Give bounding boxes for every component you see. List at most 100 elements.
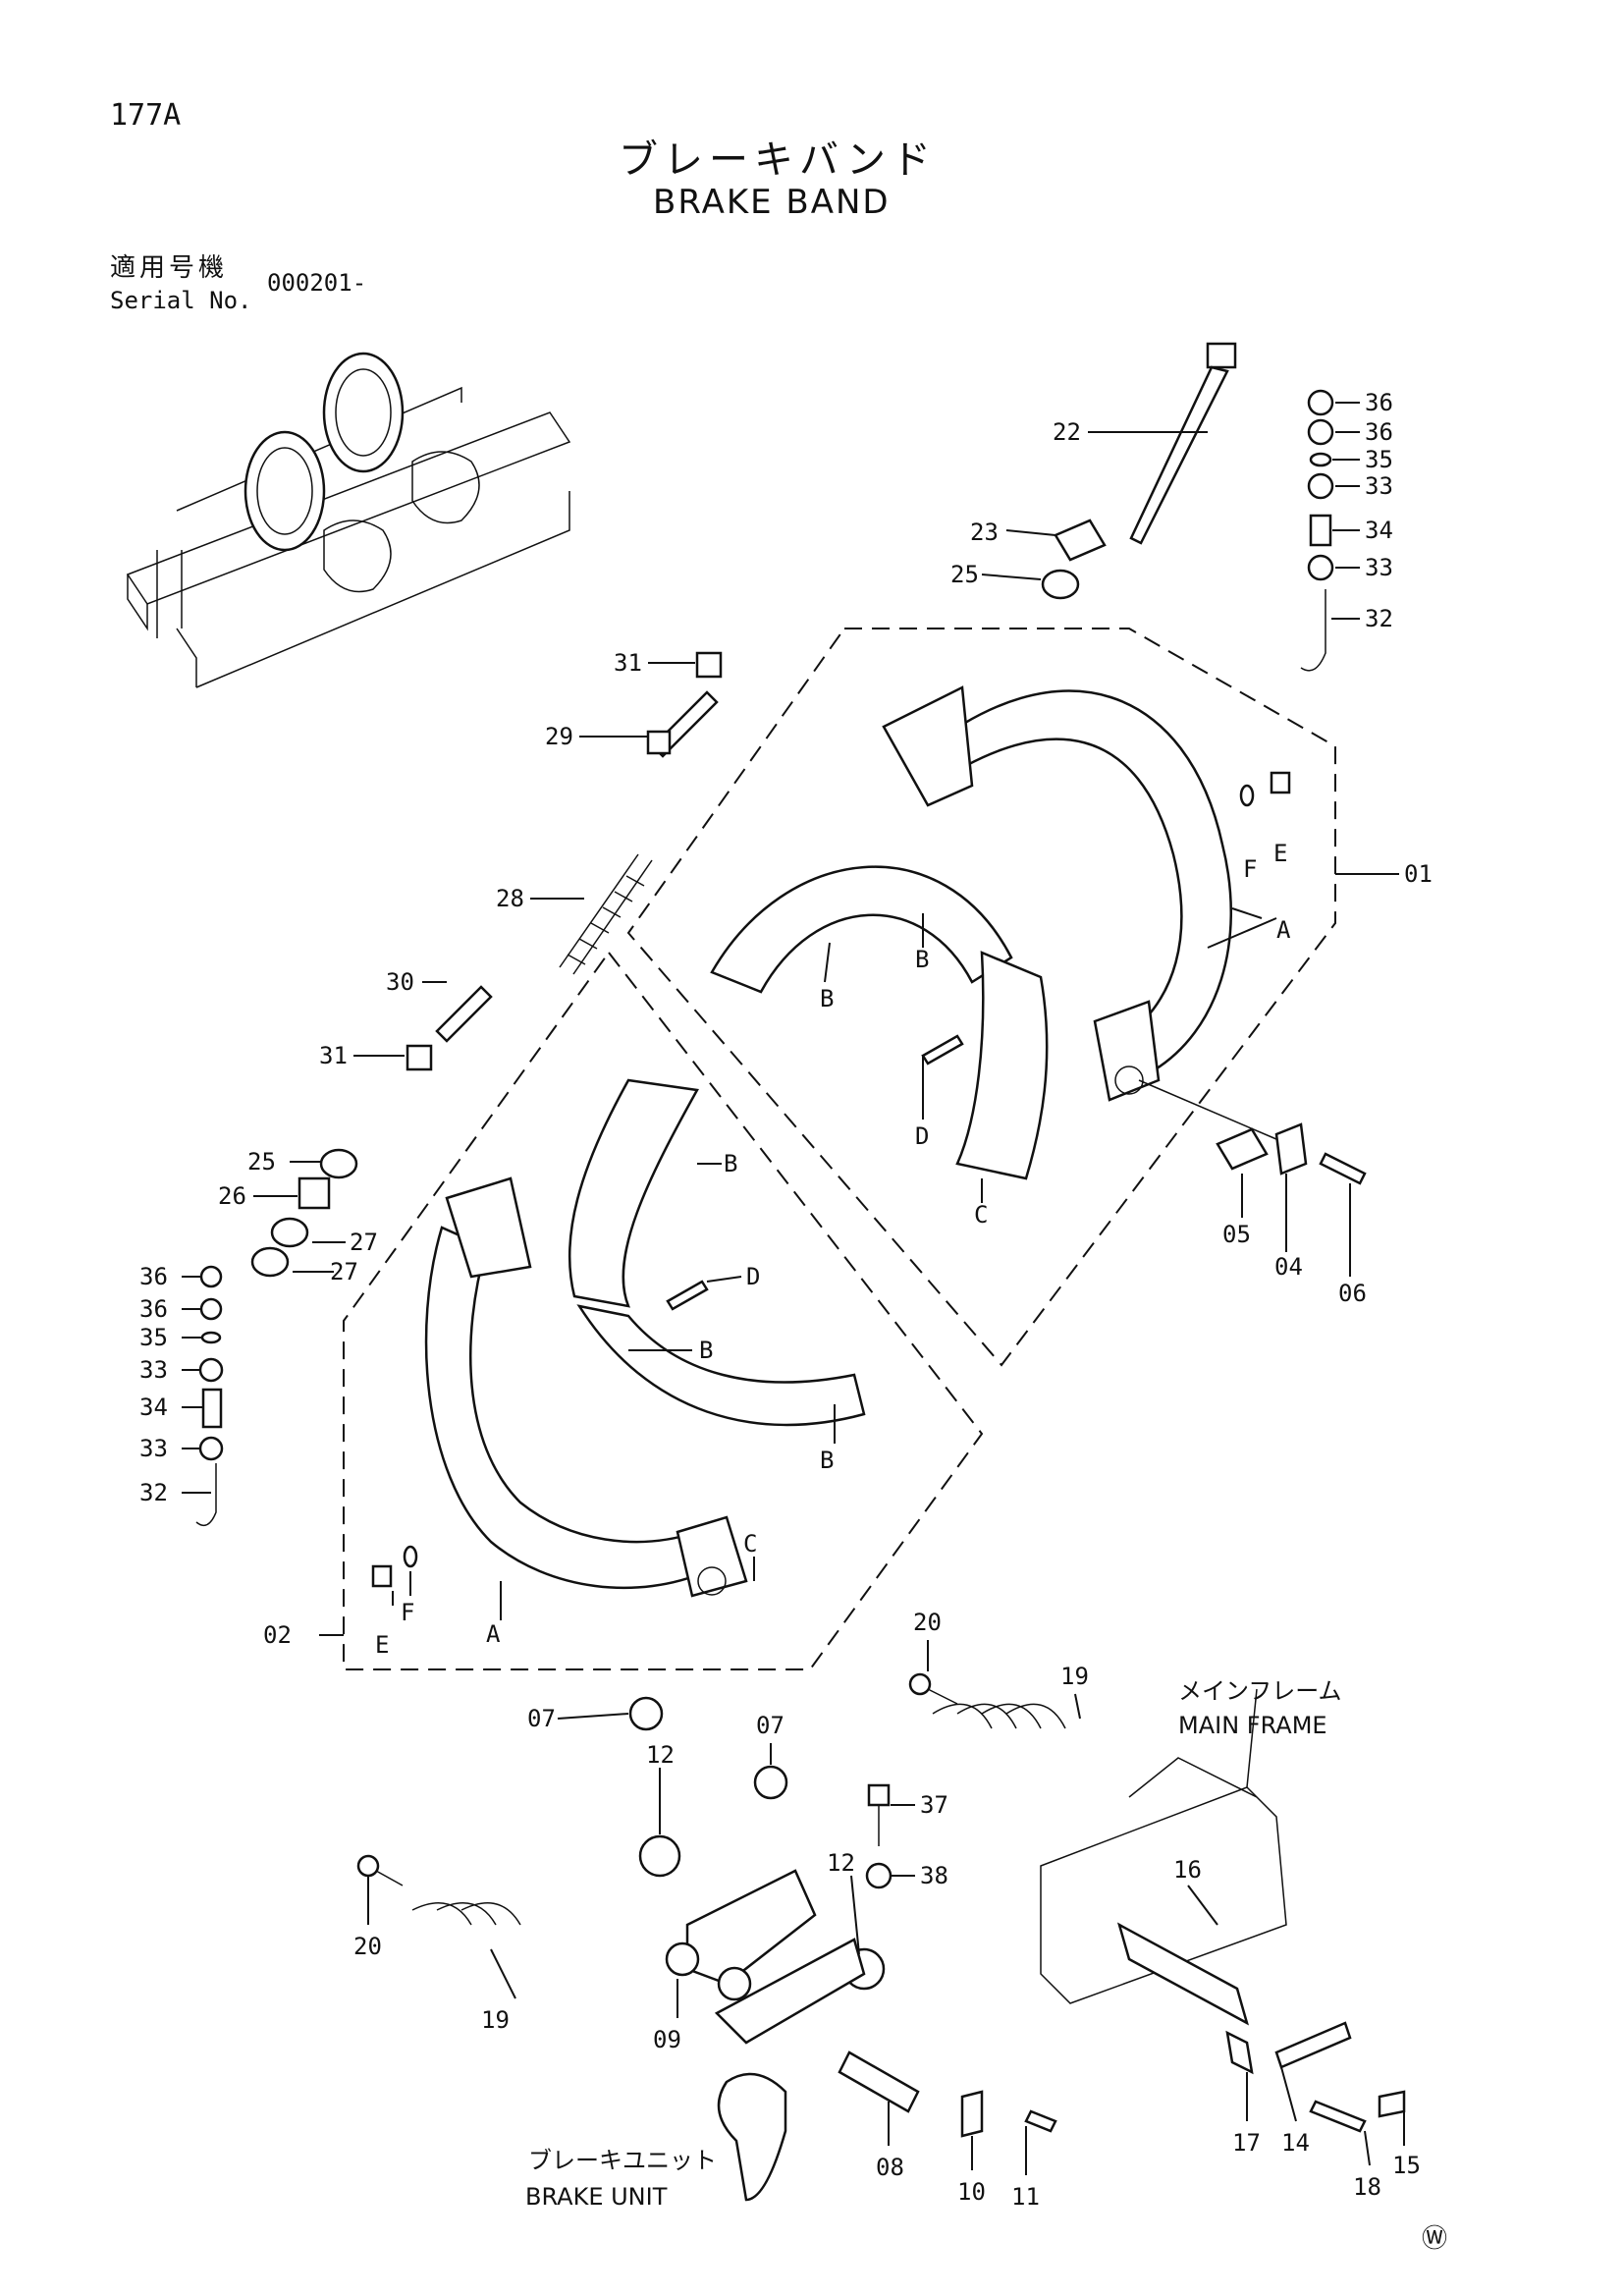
callout-37: 37 [920,1791,948,1819]
serial-label-english: Serial No. [110,287,252,314]
assembly-01-boundary [626,628,1336,1367]
callout-a-upper: A [1276,916,1291,944]
callout-b-upper-1: B [820,985,834,1012]
callout-14: 14 [1281,2129,1310,2157]
callout-27-b: 27 [330,1258,358,1285]
upper-brake-band [882,685,1233,1102]
assembly-02-boundary [343,951,984,1670]
main-frame-label-en: MAIN FRAME [1178,1712,1327,1739]
nut-27-a [270,1217,309,1248]
plate-23 [1054,519,1107,562]
callout-c-upper: C [974,1201,988,1229]
pin-05 [1216,1127,1269,1171]
bolt-29-head [646,730,672,755]
title-japanese: ブレーキバンド [619,137,937,183]
callout-20-left: 20 [353,1933,382,1960]
callout-36-right-b: 36 [1365,418,1393,446]
callout-35-left: 35 [139,1324,168,1351]
bolt-30 [435,985,493,1043]
callout-38: 38 [920,1862,948,1889]
title-english: BRAKE BAND [653,183,891,222]
callout-19-left: 19 [481,2006,510,2034]
callout-04: 04 [1274,1253,1303,1281]
callout-09: 09 [653,2026,681,2053]
callout-07-right: 07 [756,1712,784,1739]
page-number: 177A [110,98,182,133]
callout-e-lower: E [375,1631,389,1659]
callout-20-top: 20 [913,1609,942,1636]
callout-33-right-b: 33 [1365,554,1393,581]
callout-d-lower: D [746,1263,760,1290]
callout-02: 02 [263,1621,292,1649]
lower-brake-lining [568,1078,866,1427]
callout-15: 15 [1392,2152,1421,2179]
callout-12-right: 12 [827,1849,855,1877]
callout-d-upper: D [915,1122,929,1150]
nut-27-b [250,1246,290,1278]
callout-12-left: 12 [646,1741,675,1769]
callout-36-left-a: 36 [139,1263,168,1290]
callout-e-upper: E [1273,840,1287,867]
screw-d-upper [921,1034,964,1066]
watermark-w: Ⓦ [1422,2224,1447,2254]
nut-31-upper [695,651,723,679]
left-adjuster-stack [195,1265,224,1527]
cap-25-lower [319,1148,358,1179]
callout-32-left: 32 [139,1479,168,1506]
callout-07-left: 07 [527,1705,556,1732]
callout-28: 28 [496,885,524,912]
callout-18: 18 [1353,2173,1381,2201]
callout-c-lower: C [743,1530,757,1558]
callout-b-lower-2: B [699,1337,713,1364]
cap-25-upper [1041,569,1080,600]
serial-number-value: 000201- [267,269,367,297]
callout-29: 29 [545,723,573,750]
callout-35-right: 35 [1365,446,1393,473]
lower-brake-band [424,1176,748,1598]
brake-unit-label-jp: ブレーキユニット [528,2147,717,2174]
callout-labels: 22 23 25 31 29 28 30 31 25 26 27 27 36 3… [139,389,1447,2254]
spring-28 [559,853,653,975]
callout-34-left: 34 [139,1394,168,1421]
right-adjuster-stack [1300,389,1334,672]
callout-32-right: 32 [1365,605,1393,632]
callout-f-lower: F [401,1599,414,1626]
callout-b-lower-3: B [820,1447,834,1474]
callout-26: 26 [218,1182,246,1210]
callout-36-right-a: 36 [1365,389,1393,416]
callout-b-upper-2: B [915,946,929,973]
callout-31-lower: 31 [319,1042,348,1069]
callout-30: 30 [386,968,414,996]
callout-05: 05 [1222,1221,1251,1248]
callout-34-right: 34 [1365,517,1393,544]
callout-23: 23 [970,519,999,546]
callout-16: 16 [1173,1856,1202,1884]
plate-04 [1274,1122,1308,1175]
callout-31-upper: 31 [614,649,642,677]
callout-22: 22 [1053,418,1081,446]
callout-a-lower: A [486,1620,501,1648]
main-frame-label-jp: メインフレーム [1178,1677,1342,1705]
washer-f-upper [1239,784,1255,807]
callout-25-lower: 25 [247,1148,276,1175]
bolt-22 [1129,342,1237,545]
callout-10: 10 [957,2178,986,2206]
serial-label-japanese: 適用号機 [110,253,229,283]
callout-17: 17 [1232,2129,1261,2157]
brake-unit-label-en: BRAKE UNIT [525,2183,668,2211]
screw-d-lower [666,1280,709,1311]
callout-01: 01 [1404,860,1433,888]
washer-f-lower [403,1545,418,1568]
callout-33-left-b: 33 [139,1435,168,1462]
brake-unit-assembly [356,1672,1406,2202]
machine-location-sketch [126,352,571,688]
callout-36-left-b: 36 [139,1295,168,1323]
nut-31-lower [406,1044,433,1071]
callout-19-top: 19 [1060,1663,1089,1690]
callout-f-upper: F [1243,855,1257,883]
callout-08: 08 [876,2154,904,2181]
callout-25-upper: 25 [950,561,979,588]
collar-26 [298,1176,331,1210]
